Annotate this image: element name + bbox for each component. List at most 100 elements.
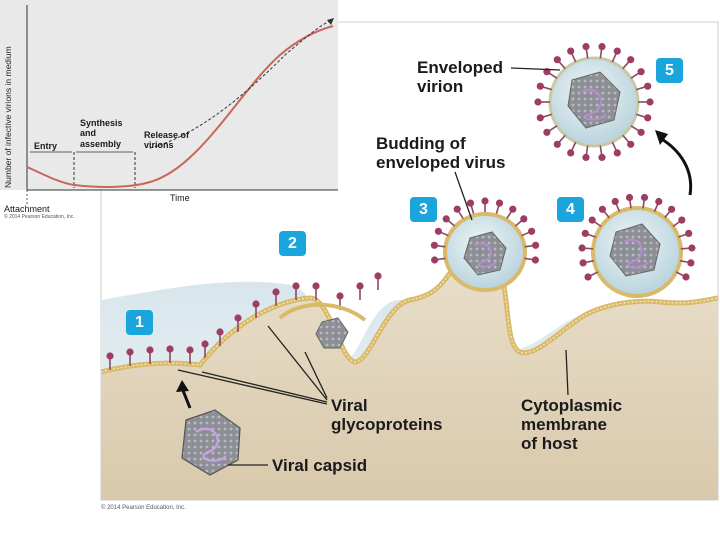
step4-virion	[591, 206, 683, 298]
growth-curve-graph	[26, 5, 338, 205]
attachment-label: Attachment	[4, 204, 50, 214]
spike-head	[234, 314, 242, 322]
spike-head	[613, 149, 621, 157]
spike-head	[682, 273, 690, 281]
cytoplasmic-line2: membrane	[521, 415, 607, 435]
step2-capsid	[278, 302, 367, 349]
cytoplasmic-membrane-label: Cytoplasmic membrane of host	[521, 396, 622, 453]
spike-head	[166, 345, 174, 353]
graph-x-axis-label: Time	[170, 193, 190, 203]
step-badge-5: 5	[656, 58, 683, 83]
spike-head	[374, 272, 382, 280]
phase-synthesis-line1: Synthesis	[80, 118, 123, 128]
enveloped-virion-line2: virion	[417, 77, 464, 97]
spike-head	[532, 241, 540, 249]
step-badge-1: 1	[126, 310, 153, 335]
spike-head	[442, 215, 450, 223]
spike-head	[567, 47, 575, 55]
cytoplasmic-line1: Cytoplasmic	[521, 396, 623, 415]
step3-budding-virus	[443, 212, 527, 292]
leader-lines	[177, 67, 569, 466]
cytoplasmic-line3: of host	[521, 434, 578, 454]
viral-glycoproteins-label: Viral glycoproteins	[331, 396, 442, 434]
spike-head	[688, 244, 696, 252]
spike-head	[553, 140, 561, 148]
spike-head	[336, 292, 344, 300]
spike-head	[509, 205, 517, 213]
step4-spikes	[578, 193, 696, 281]
spike-head	[579, 259, 587, 267]
step3-spikes	[430, 197, 540, 264]
spike-head	[534, 98, 542, 106]
budding-line1: Budding of	[376, 134, 466, 153]
spike-head	[434, 227, 442, 235]
spike-head	[578, 244, 586, 252]
spike-head	[126, 348, 134, 356]
spike-head	[627, 140, 635, 148]
spike-head	[430, 241, 438, 249]
budding-label: Budding of enveloped virus	[376, 134, 505, 172]
spike-head	[581, 229, 589, 237]
spike-head	[598, 205, 607, 213]
spike-head	[453, 205, 461, 213]
spike-head	[588, 216, 596, 224]
spike-head	[528, 227, 536, 235]
spike-head	[668, 205, 676, 213]
spike-head	[356, 282, 364, 290]
growth-curve-dashed	[149, 19, 333, 149]
viral-glycoproteins-line2: glycoproteins	[331, 415, 443, 435]
step-badge-4: 4	[557, 197, 584, 222]
spike-head	[637, 68, 645, 76]
spike-head	[584, 273, 592, 281]
spike-head	[644, 114, 652, 122]
step-badge-2: 2	[279, 231, 306, 256]
spike-head	[655, 197, 663, 206]
step5-spikes	[534, 43, 654, 161]
spike-head	[201, 340, 209, 348]
spike-head	[687, 259, 695, 267]
spike-head	[637, 128, 645, 136]
viral-glycoproteins-line1: Viral	[331, 396, 368, 415]
budding-line2: enveloped virus	[376, 153, 506, 173]
phase-entry-label: Entry	[34, 141, 58, 151]
spike-head	[553, 56, 561, 64]
viral-capsid-label: Viral capsid	[272, 456, 368, 475]
spike-head	[625, 193, 634, 202]
arrow-step4-to-step5	[659, 136, 693, 196]
spike-head	[685, 229, 693, 237]
step5-free-virion	[548, 56, 640, 148]
spike-head	[466, 199, 475, 207]
phase-synthesis-line2: and	[80, 128, 97, 139]
spike-head	[646, 98, 654, 106]
spike-head	[582, 153, 590, 161]
spike-head	[627, 56, 635, 64]
membrane-glycoproteins	[106, 272, 382, 370]
spike-head	[481, 197, 489, 205]
enveloped-virion-label: Enveloped virion	[417, 58, 503, 96]
spike-head	[312, 282, 320, 290]
spike-head	[582, 43, 590, 51]
phase-synthesis-label: Synthesis and assembly	[80, 118, 123, 149]
spike-head	[146, 346, 154, 354]
spike-head	[106, 352, 114, 360]
spike-head	[431, 256, 439, 264]
spike-head	[640, 193, 649, 202]
graph-y-axis-label: Number of infective virions in medium	[3, 46, 13, 188]
spike-head	[598, 43, 606, 51]
host-cytoplasm	[101, 250, 718, 500]
free-viral-capsid	[181, 409, 241, 476]
spike-head	[292, 282, 300, 290]
enveloped-virion-line1: Enveloped	[417, 58, 503, 77]
spike-head	[613, 47, 621, 55]
spike-head	[598, 153, 606, 161]
spike-head	[536, 114, 544, 122]
spike-head	[252, 300, 260, 308]
spike-head	[567, 149, 575, 157]
spike-head	[216, 328, 224, 336]
growth-curve-total	[26, 25, 334, 188]
phase-synthesis-line3: assembly	[80, 138, 122, 149]
phase-release-label: Release of virions	[144, 130, 189, 151]
spike-head	[495, 199, 504, 207]
